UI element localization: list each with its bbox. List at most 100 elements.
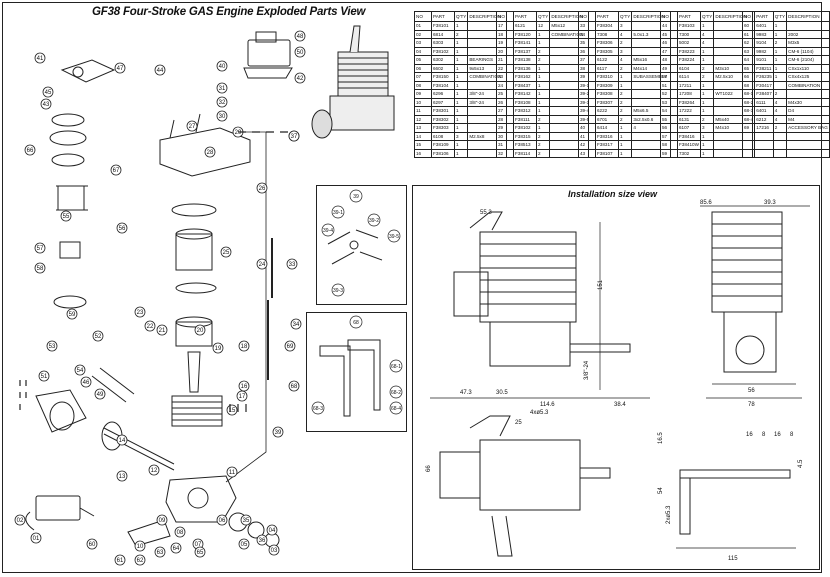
callout-label: 65 [197,550,204,556]
callout-circle [46,340,58,352]
callout-label: 51 [41,374,48,380]
callout-circle [80,376,92,388]
callout-circle [294,46,306,58]
callout-label: 50 [297,50,304,56]
table-row [741,148,830,158]
top-view-shaft [580,467,611,479]
callout-circle [154,546,166,558]
mount-bracket-view [679,469,791,535]
valve-stems [169,113,201,139]
callout-label: 16 [241,384,248,390]
callout-label: 64 [173,546,180,552]
callout-label: 12 [151,468,158,474]
front-view-hub [735,335,765,365]
dim-16b: 16 [774,432,781,438]
callout-label: 23 [137,310,144,316]
callout-label: 59 [69,312,76,318]
head-gasket [171,203,217,217]
side-view-cylinder [479,231,577,323]
dim-115: 115 [728,556,738,562]
callout-circle [114,62,126,74]
callout-circle [226,466,238,478]
top-view-body [479,439,581,511]
callout-circle [216,514,228,526]
callout-circle [92,330,104,342]
callout-label: 68 [291,384,298,390]
dim-54: 54 [658,487,664,494]
carburetor [127,519,171,547]
callout-label: 19 [215,346,222,352]
callout-circle [294,30,306,42]
top-view-exhaust [469,415,511,437]
callout-circle [220,246,232,258]
front-view-crankcase [723,311,777,373]
callout-circle [34,52,46,64]
callout-label: 06 [219,518,226,524]
table-header: Q'TY [699,11,715,22]
callout-circle [24,144,36,156]
dim-thread: 3/8"-24 [584,360,590,380]
callout-label: 01 [33,536,40,542]
top-view-carb [439,451,481,499]
callout-label: 43 [43,102,50,108]
callout-label: 13 [119,474,126,480]
callout-circle [134,540,146,552]
cylinder-liner [175,233,213,271]
callout-circle [116,434,128,446]
callout-circle [288,130,300,142]
callout-circle [256,534,268,546]
callout-label: 40 [219,64,226,70]
backplate-gasket [49,401,75,431]
callout-label: 08 [177,530,184,536]
side-view-exhaust [469,211,503,231]
intake-flange [59,241,81,259]
callout-circle [116,470,128,482]
callout-label: 10 [137,544,144,550]
rocker-bracket [60,59,116,83]
gasket-a [51,113,85,127]
callout-label: 35 [243,518,250,524]
dim-114: 114.6 [540,402,555,408]
callout-circle [212,342,224,354]
dim-16: 16 [746,432,753,438]
dim-66: 66 [426,465,432,472]
callout-circle [286,258,298,270]
callout-circle [114,554,126,566]
subassembly-39-box [316,185,407,305]
cylinder-block [171,395,223,427]
table-cell: 1 [699,148,715,158]
valve-cover-gasket [243,67,293,79]
backplate [35,389,87,433]
callout-label: 49 [97,392,104,398]
callout-circle [110,164,122,176]
callout-label: 05 [241,542,248,548]
callout-label: 52 [95,334,102,340]
dim-25: 25 [515,420,522,426]
crankshaft [103,427,175,471]
top-view-intake [491,515,513,557]
callout-label: 09 [159,518,166,524]
piston [175,321,213,347]
callout-circle [186,120,198,132]
dim-78: 78 [748,402,755,408]
callout-label: 07 [195,542,202,548]
callout-circle [216,60,228,72]
table-cell [772,148,788,158]
callout-circle [148,464,160,476]
callout-label: 29 [235,130,242,136]
callout-circle [216,82,228,94]
callout-circle [116,222,128,234]
callout-circle [194,546,206,558]
callout-circle [216,110,228,122]
table-header: NO [741,11,756,22]
dim-39: 39.3 [764,200,776,206]
callout-label: 30 [219,114,226,120]
